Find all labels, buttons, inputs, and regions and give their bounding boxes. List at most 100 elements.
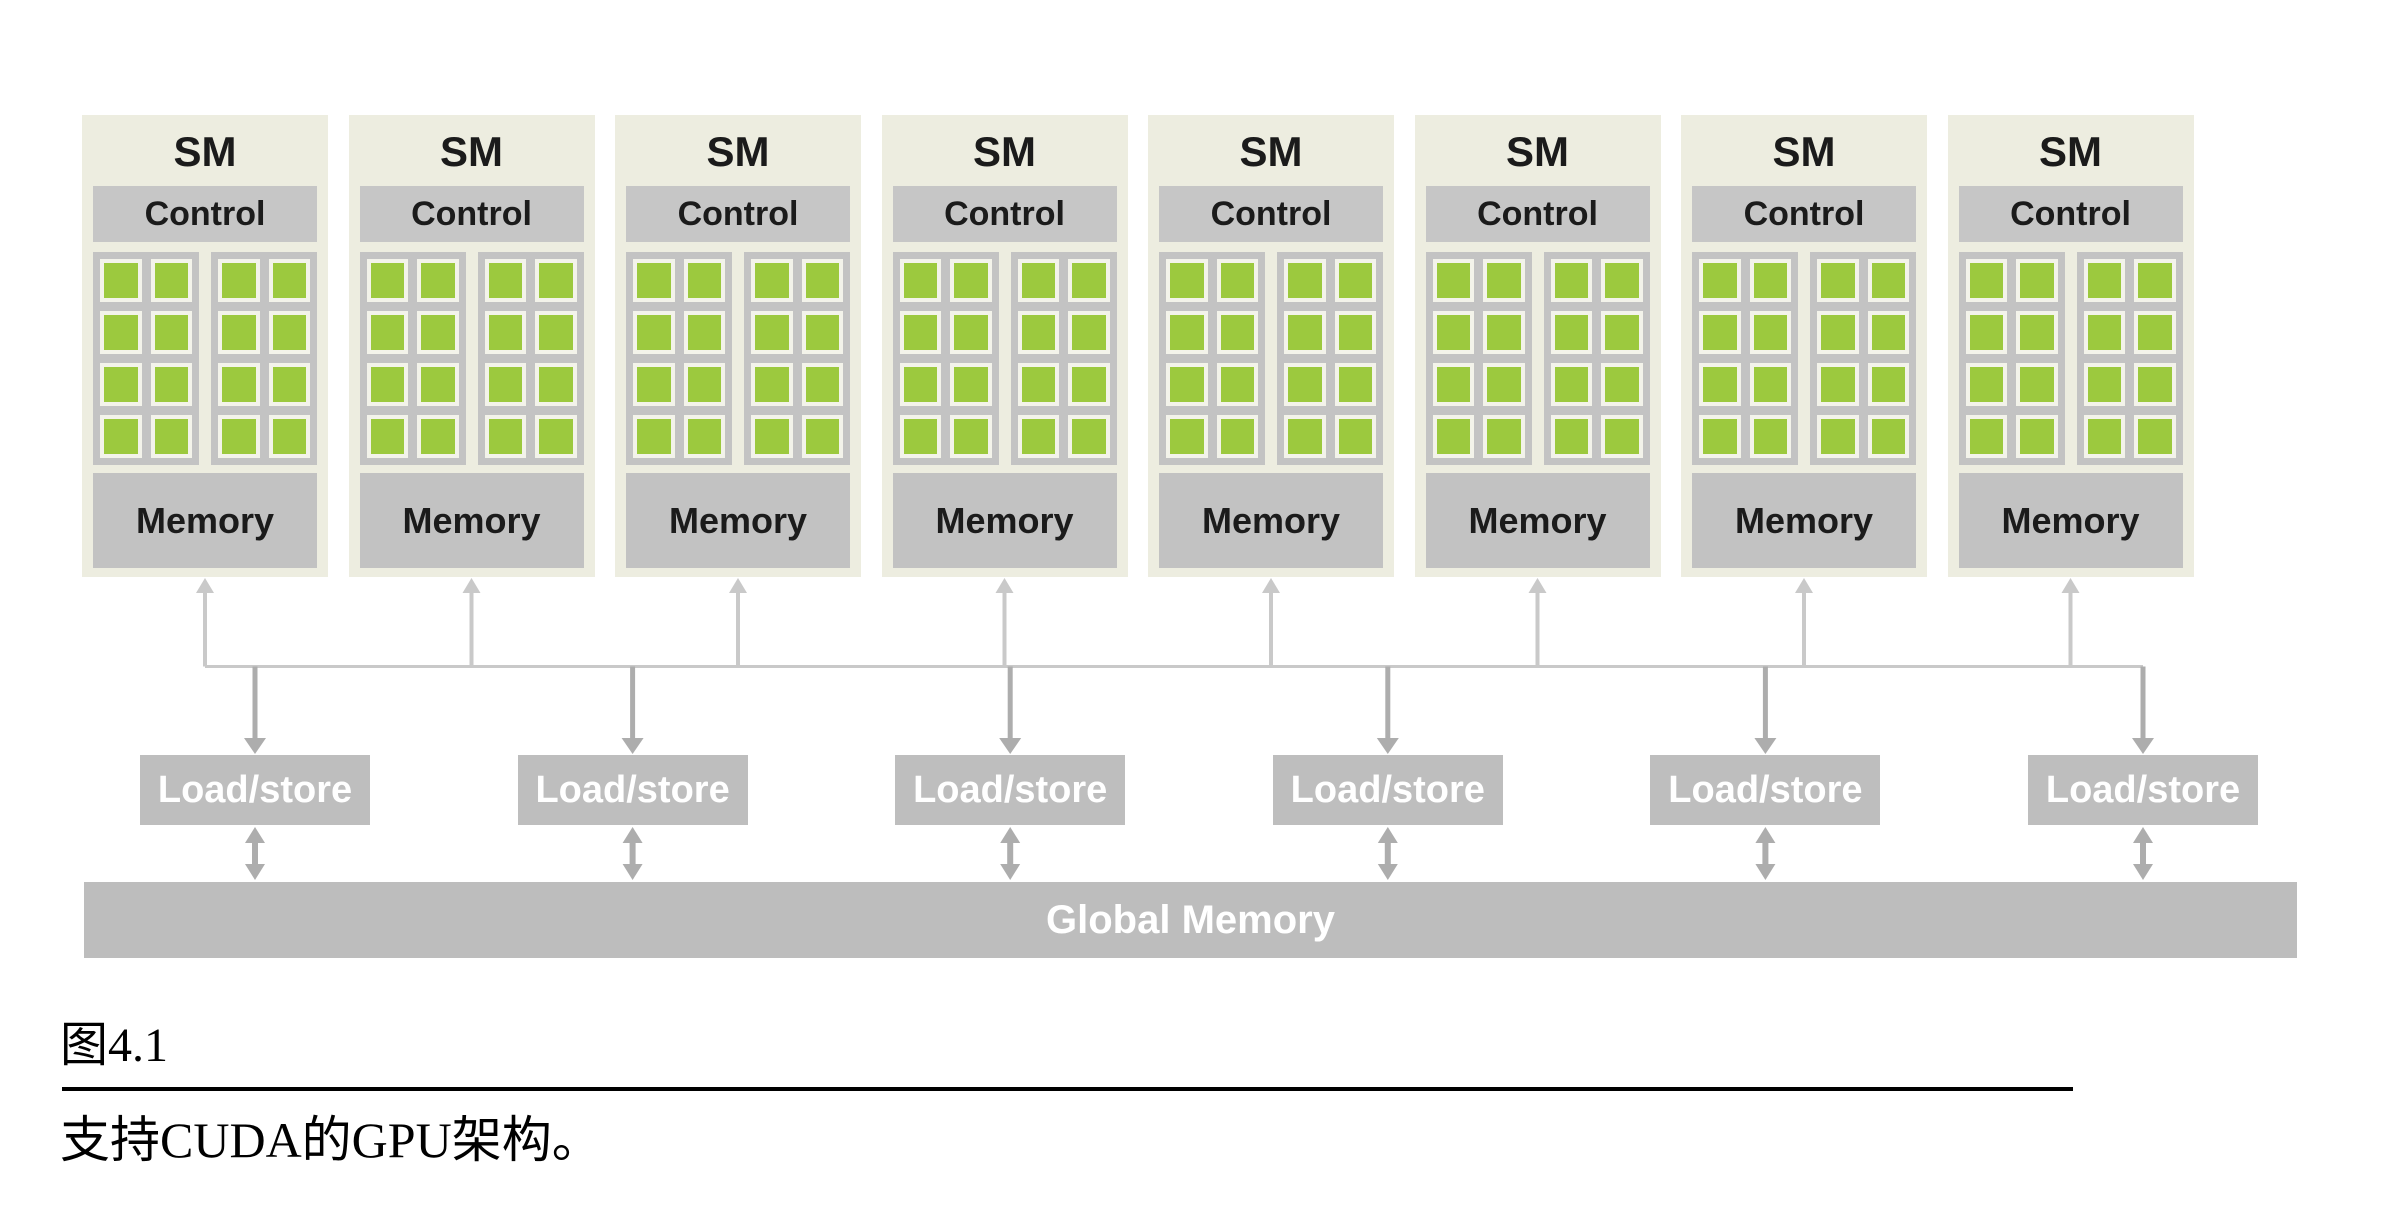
- core-cell: [535, 311, 577, 354]
- core-cell: [1216, 259, 1258, 302]
- down-arrow-head: [999, 738, 1022, 754]
- up-arrow-head: [1528, 578, 1547, 593]
- core-cell: [1867, 415, 1909, 458]
- core-cell: [1216, 415, 1258, 458]
- sm-title-label: SM: [2039, 128, 2102, 175]
- bidirectional-arrow-head-down: [1000, 864, 1021, 880]
- core-cell: [1699, 259, 1741, 302]
- core-cell: [484, 259, 526, 302]
- bidirectional-arrow-shaft: [1762, 841, 1769, 866]
- core-cell: [1550, 415, 1592, 458]
- core-cell: [2016, 415, 2058, 458]
- core-cell: [2016, 259, 2058, 302]
- core-cell: [1867, 311, 1909, 354]
- figure-number: 图4.1: [60, 1019, 169, 1072]
- core-cell: [751, 363, 793, 406]
- core-cell: [1166, 311, 1208, 354]
- up-arrow-shaft: [469, 592, 474, 667]
- core-cell: [633, 415, 675, 458]
- core-cell: [683, 259, 725, 302]
- core-cell: [1483, 259, 1525, 302]
- sm-block: SM Control Memory: [615, 115, 861, 577]
- sm-block: SM Control Memory: [1947, 115, 2194, 577]
- core-cell: [535, 259, 577, 302]
- core-cell: [801, 311, 843, 354]
- down-arrow-shaft: [630, 666, 636, 738]
- bidirectional-arrow-shaft: [629, 841, 636, 866]
- up-arrow-shaft: [1269, 592, 1273, 667]
- bidirectional-arrow-shaft: [252, 841, 258, 866]
- core-cell: [484, 311, 526, 354]
- core-cell: [1817, 311, 1859, 354]
- sm-core-area: [1159, 252, 1383, 465]
- down-arrow-head: [244, 738, 266, 754]
- core-cell: [100, 415, 142, 458]
- core-cell: [484, 363, 526, 406]
- core-cell: [1699, 415, 1741, 458]
- down-arrow-head: [2132, 738, 2154, 754]
- core-cell: [1216, 363, 1258, 406]
- core-panel: [1810, 252, 1916, 465]
- core-cell: [1550, 311, 1592, 354]
- sm-core-area: [892, 252, 1117, 465]
- core-cell: [417, 311, 459, 354]
- core-cell: [1483, 311, 1525, 354]
- sm-title-label: SM: [706, 128, 770, 175]
- sm-core-area: [626, 252, 850, 465]
- core-cell: [1284, 259, 1326, 302]
- sm-title-label: SM: [1506, 128, 1569, 175]
- sm-core-area: [1692, 252, 1916, 465]
- up-arrow-shaft: [1002, 592, 1007, 667]
- sm-core-area: [93, 252, 317, 465]
- core-panel: [1425, 252, 1532, 465]
- core-cell: [1965, 259, 2007, 302]
- bidirectional-arrow-head-up: [1755, 827, 1776, 843]
- core-cell: [1432, 363, 1474, 406]
- sm-control-box: Control: [1958, 186, 2183, 242]
- bidirectional-arrow-head-up: [622, 827, 643, 843]
- core-cell: [2016, 363, 2058, 406]
- core-cell: [683, 311, 725, 354]
- bidirectional-arrow-shaft: [1384, 841, 1391, 866]
- core-cell: [2134, 363, 2176, 406]
- core-cell: [535, 363, 577, 406]
- core-cell: [1068, 259, 1110, 302]
- core-cell: [1867, 363, 1909, 406]
- core-cell: [633, 311, 675, 354]
- core-cell: [2083, 311, 2125, 354]
- up-arrow-head: [1795, 578, 1813, 593]
- core-panel: [892, 252, 999, 465]
- core-cell: [1068, 415, 1110, 458]
- core-panel: [1692, 252, 1798, 465]
- core-cell: [218, 363, 260, 406]
- core-cell: [1017, 415, 1059, 458]
- core-cell: [2083, 259, 2125, 302]
- core-cell: [1284, 311, 1326, 354]
- core-cell: [150, 311, 192, 354]
- caption-divider: [62, 1087, 2073, 1091]
- bus-line: [205, 665, 2143, 668]
- core-cell: [1601, 259, 1643, 302]
- core-cell: [1601, 363, 1643, 406]
- core-cell: [2083, 363, 2125, 406]
- load-store-unit: Load/store: [140, 755, 370, 825]
- bidirectional-arrow-head-down: [245, 864, 265, 880]
- core-cell: [1817, 259, 1859, 302]
- down-arrow-shaft: [2140, 666, 2146, 738]
- sm-memory-box: Memory: [93, 473, 317, 568]
- core-cell: [218, 259, 260, 302]
- up-arrow-shaft: [1802, 592, 1806, 667]
- figure-caption: 支持CUDA的GPU架构。: [60, 1112, 602, 1168]
- core-cell: [2134, 415, 2176, 458]
- down-arrow-head: [1376, 738, 1399, 754]
- core-cell: [150, 415, 192, 458]
- core-cell: [1284, 415, 1326, 458]
- sm-block: SM Control Memory: [348, 115, 595, 577]
- load-store-unit: Load/store: [1272, 755, 1503, 825]
- core-cell: [417, 363, 459, 406]
- sm-block: SM Control Memory: [1681, 115, 1927, 577]
- sm-title-label: SM: [173, 128, 237, 175]
- core-cell: [1334, 415, 1376, 458]
- core-cell: [366, 311, 408, 354]
- up-arrow-head: [1262, 578, 1280, 593]
